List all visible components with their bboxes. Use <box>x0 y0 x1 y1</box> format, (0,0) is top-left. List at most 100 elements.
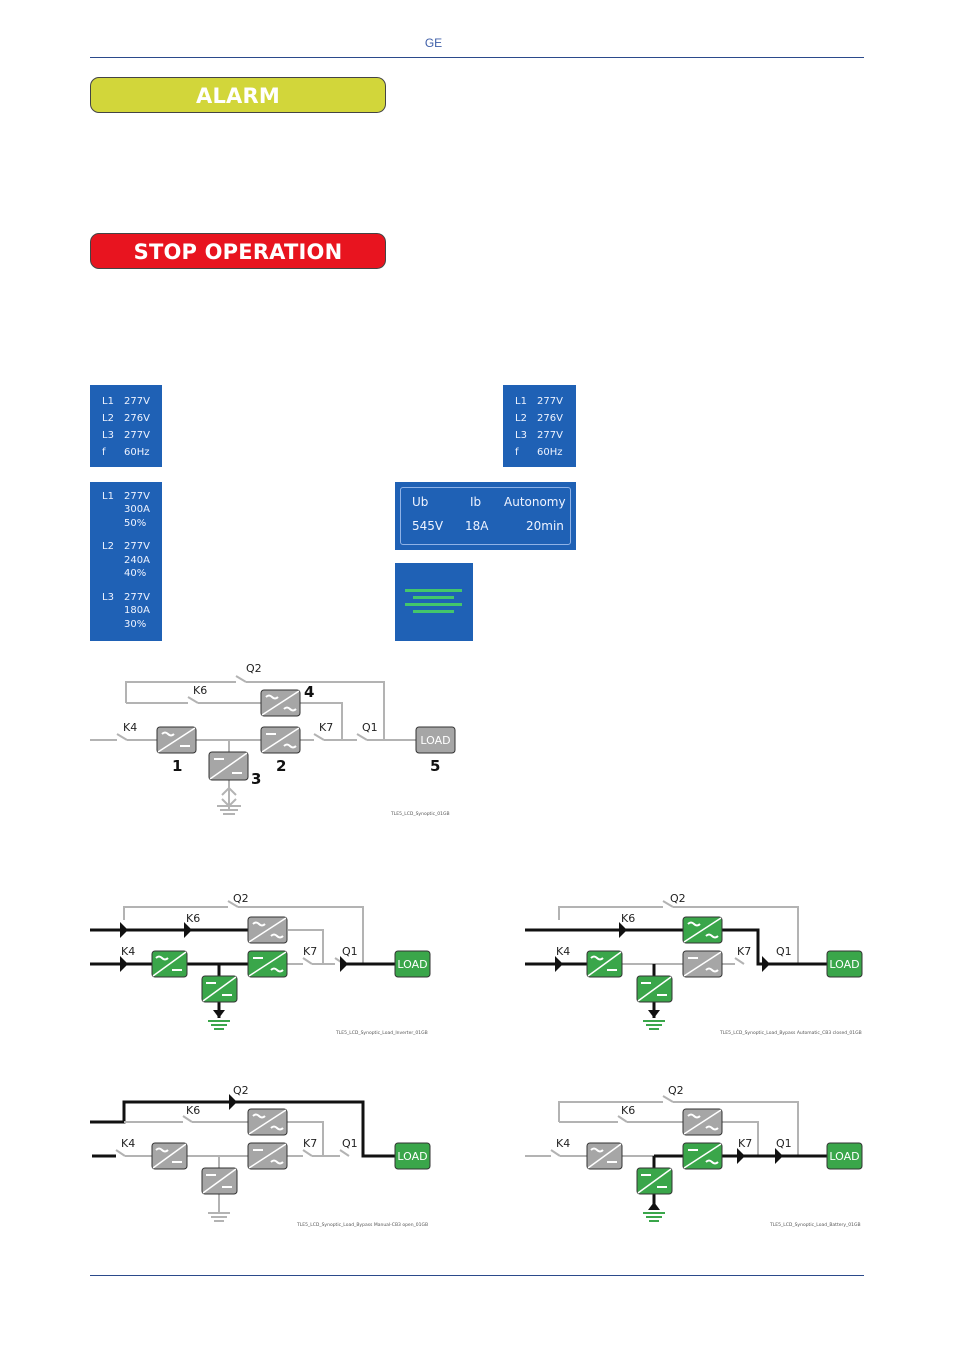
converter-bypass <box>682 916 723 944</box>
callout-4: 4 <box>304 683 314 701</box>
switch-label-k4: K4 <box>556 945 570 958</box>
lcd-value: 276V <box>124 413 150 424</box>
lcd-label: L1 <box>102 491 114 502</box>
switch-label-k4: K4 <box>556 1137 570 1150</box>
switch-label-q2: Q2 <box>668 1084 684 1097</box>
lcd-value: 277V <box>537 396 563 407</box>
switch-label-q2: Q2 <box>246 662 262 675</box>
lcd-label: L1 <box>102 396 114 407</box>
converter-booster <box>201 1167 238 1195</box>
lcd-label: f <box>515 447 519 458</box>
callout-2: 2 <box>276 757 286 775</box>
converter-inverter <box>247 950 288 978</box>
load-box: LOAD <box>415 726 456 754</box>
lcd-label: f <box>102 447 106 458</box>
converter-inverter <box>682 950 723 978</box>
header-rule <box>90 57 864 58</box>
lcd-battery-frame <box>400 487 571 545</box>
lcd-value: 30% <box>124 619 147 630</box>
lcd-label: L3 <box>515 430 527 441</box>
converter-bypass <box>682 1108 723 1136</box>
lcd-value: 277V <box>124 430 150 441</box>
load-label: LOAD <box>397 1150 427 1163</box>
lcd-value: 20min <box>526 519 564 533</box>
diagram-load-battery: LOAD Q2 K6 K4 K7 Q1 TLE5_LCD_Synoptic_Lo… <box>525 1084 863 1228</box>
switch-label-q1: Q1 <box>342 1137 358 1150</box>
load-label: LOAD <box>420 734 450 747</box>
converter-rectifier <box>586 1142 623 1170</box>
diagram-load-bypass-automatic: LOAD Q2 K6 K4 K7 Q1 TLE5_LCD_Synoptic_Lo… <box>525 892 863 1036</box>
lcd-label: Ub <box>412 495 429 509</box>
switch-label-k6: K6 <box>621 1104 635 1117</box>
switch-label-k6: K6 <box>186 912 200 925</box>
figure-caption: TLE5_LCD_Synoptic_Load_Bypass Manual-CB3… <box>296 1222 428 1228</box>
converter-booster <box>636 975 673 1003</box>
lcd-label: Autonomy <box>504 495 566 509</box>
callout-1: 1 <box>172 757 182 775</box>
lcd-value: 277V <box>124 491 150 502</box>
converter-rectifier <box>586 950 623 978</box>
lcd-value: 277V <box>124 541 150 552</box>
alarm-banner: ALARM <box>90 77 386 113</box>
lcd-value: 277V <box>124 396 150 407</box>
switch-label-q1: Q1 <box>776 1137 792 1150</box>
lcd-value: 277V <box>124 592 150 603</box>
switch-label-k7: K7 <box>303 1137 317 1150</box>
diagram-load-bypass-manual: LOAD Q2 K6 K4 K7 Q1 TLE5_LCD_Synoptic_Lo… <box>90 1084 431 1228</box>
switch-label-q1: Q1 <box>776 945 792 958</box>
load-label: LOAD <box>397 958 427 971</box>
switch-label-q2: Q2 <box>233 892 249 905</box>
switch-label-k7: K7 <box>319 721 333 734</box>
converter-inverter <box>260 726 301 754</box>
lcd-value: 276V <box>537 413 563 424</box>
switch-label-q2: Q2 <box>233 1084 249 1097</box>
lcd-value: 50% <box>124 518 147 529</box>
lcd-value: 277V <box>537 430 563 441</box>
lcd-value: 18A <box>465 519 489 533</box>
callout-5: 5 <box>430 757 440 775</box>
stop-operation-banner: STOP OPERATION <box>90 233 386 269</box>
lcd-label: L2 <box>515 413 527 424</box>
menu-lines-icon <box>405 589 462 613</box>
converter-inverter <box>682 1142 723 1170</box>
lcd-label: L3 <box>102 430 114 441</box>
switch-label-q1: Q1 <box>362 721 378 734</box>
converter-bypass <box>247 916 288 944</box>
lcd-label: L1 <box>515 396 527 407</box>
lcd-value: 300A <box>124 504 150 515</box>
converter-booster <box>208 751 249 781</box>
converter-rectifier <box>151 950 188 978</box>
lcd-value: 180A <box>124 605 150 616</box>
figure-caption: TLE5_LCD_Synoptic_01GB <box>390 811 450 817</box>
converter-bypass <box>247 1108 288 1136</box>
switch-label-k6: K6 <box>186 1104 200 1117</box>
lcd-label: L3 <box>102 592 114 603</box>
load-box: LOAD <box>394 1142 431 1170</box>
figure-caption: TLE5_LCD_Synoptic_Load_Bypass Automatic_… <box>719 1030 862 1036</box>
switch-label-k4: K4 <box>123 721 137 734</box>
converter-rectifier <box>156 726 197 754</box>
switch-label-q1: Q1 <box>342 945 358 958</box>
load-box: LOAD <box>826 950 863 978</box>
lcd-label: L2 <box>102 541 114 552</box>
converter-booster <box>201 975 238 1003</box>
converter-inverter <box>247 1142 288 1170</box>
switch-label-k7: K7 <box>303 945 317 958</box>
switch-label-k6: K6 <box>621 912 635 925</box>
switch-label-k4: K4 <box>121 1137 135 1150</box>
diagram-load-inverter: LOAD Q2 K6 K4 K7 Q1 TLE5_LCD_Synoptic_Lo… <box>90 892 431 1036</box>
load-label: LOAD <box>829 958 859 971</box>
switch-label-k6: K6 <box>193 684 207 697</box>
figure-caption: TLE5_LCD_Synoptic_Load_Inverter_01GB <box>335 1030 428 1036</box>
figure-caption: TLE5_LCD_Synoptic_Load_Battery_01GB <box>769 1222 861 1228</box>
lcd-battery-panel: Ub Ib Autonomy 545V 18A 20min <box>395 482 576 550</box>
lcd-label: Ib <box>470 495 482 509</box>
converter-rectifier <box>151 1142 188 1170</box>
converter-booster <box>636 1167 673 1195</box>
converter-bypass <box>260 689 301 717</box>
switch-label-k4: K4 <box>121 945 135 958</box>
